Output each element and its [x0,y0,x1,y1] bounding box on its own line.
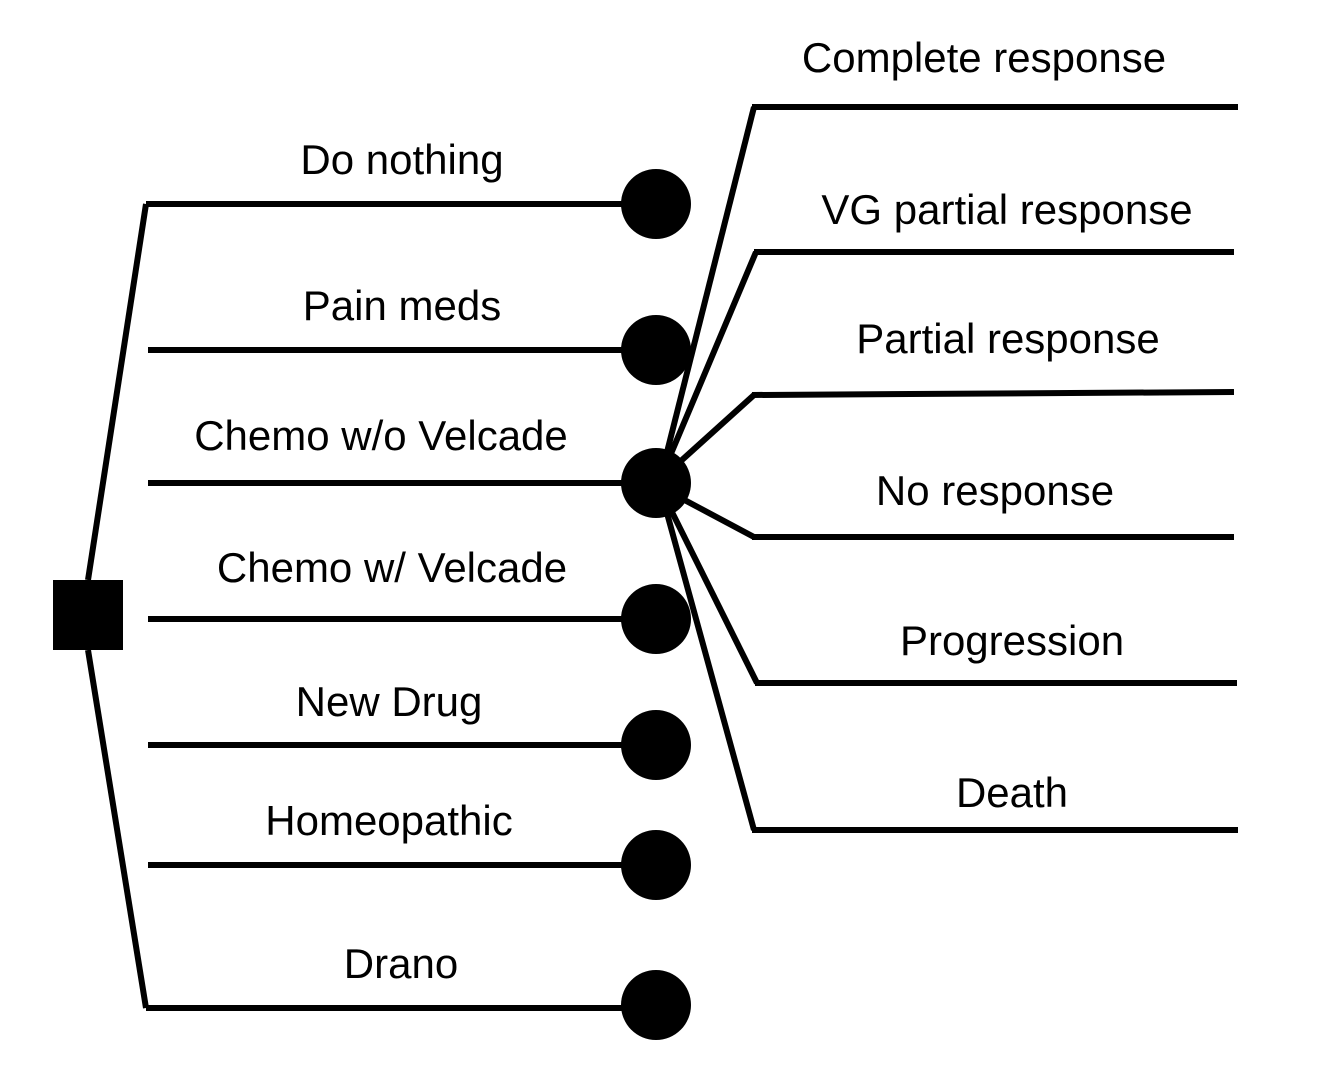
outcome-connector [659,490,760,685]
outcome-branch: No response [752,467,1234,540]
outcome-connector [659,106,757,473]
chance-node-expanded [621,448,691,518]
choice-label: Drano [344,940,458,987]
outcome-label: Death [956,769,1068,816]
choice-branch: New Drug [148,678,691,780]
choice-label: New Drug [296,678,483,725]
outcome-branch: Partial response [751,315,1235,398]
chance-node [621,970,691,1040]
choice-branch: Pain meds [148,282,691,385]
outcome-label: Complete response [802,34,1166,81]
choice-branch: Homeopathic [148,797,691,900]
decision-node-square [53,580,123,650]
choice-branch: Do nothing [146,136,691,239]
trunk-upper [85,203,149,581]
chance-node [621,710,691,780]
chance-node [621,169,691,239]
chance-node [621,584,691,654]
outcome-branch: Complete response [752,34,1238,110]
choice-branch: Drano [146,940,691,1040]
choice-label: Chemo w/o Velcade [194,412,568,459]
outcome-branch: Death [752,769,1238,833]
outcome-branch: Progression [755,617,1237,686]
outcome-label: No response [876,467,1114,514]
choice-branch: Chemo w/ Velcade [148,544,691,654]
trunk-lower [85,649,149,1009]
outcome-label: Progression [900,617,1124,664]
outcome-branch: VG partial response [754,186,1234,255]
outcome-label: Partial response [856,315,1160,362]
chance-node [621,315,691,385]
outcome-line [751,389,1235,398]
outcome-connector [659,250,759,477]
outcome-label: VG partial response [821,186,1192,233]
choice-branch-expanded: Chemo w/o Velcade [148,412,655,486]
choice-label: Homeopathic [265,797,512,844]
choice-label: Chemo w/ Velcade [217,544,567,591]
choice-label: Do nothing [300,136,503,183]
chance-node [621,830,691,900]
outcome-connector [659,494,757,831]
choice-label: Pain meds [303,282,501,329]
